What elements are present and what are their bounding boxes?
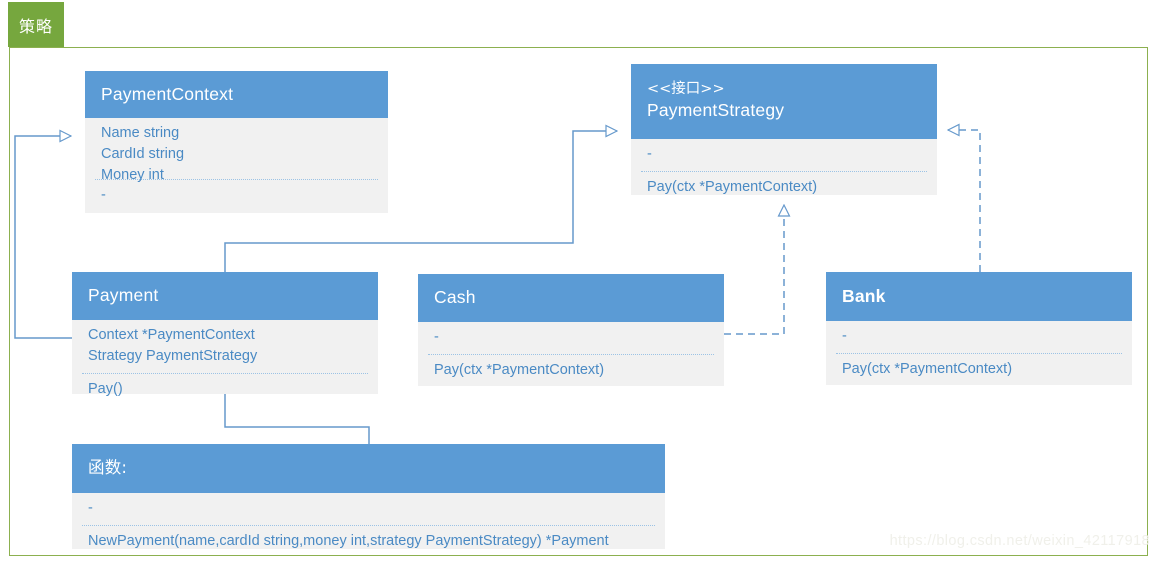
class-section-divider [82, 373, 368, 375]
class-box-cash[interactable]: Cash - Pay(ctx *PaymentContext) [418, 274, 724, 386]
attribute-row: - [842, 328, 847, 344]
class-header-payment: Payment [72, 272, 378, 320]
class-header-bank: Bank [826, 272, 1132, 321]
class-operations-payment-context: - [85, 180, 388, 212]
operation-row: Pay(ctx *PaymentContext) [842, 361, 1013, 378]
attribute-row: - [647, 146, 652, 162]
class-header-cash: Cash [418, 274, 724, 322]
class-box-payment-context[interactable]: PaymentContext Name string CardId string… [85, 71, 388, 213]
operation-row: - [101, 187, 106, 203]
attribute-row: Name string [101, 125, 180, 141]
operation-row: Pay(ctx *PaymentContext) [647, 179, 818, 196]
attribute-row: Strategy PaymentStrategy [88, 348, 258, 365]
class-header-functions: 函数: [72, 444, 665, 493]
diagram-frame-tab-label: 策略 [18, 16, 53, 36]
class-box-payment[interactable]: Payment Context *PaymentContext Strategy… [72, 272, 378, 397]
class-name-cash: Cash [434, 287, 476, 308]
class-name-payment-strategy: PaymentStrategy [647, 100, 785, 121]
class-operations-payment: Pay() [72, 374, 378, 406]
operation-row: Pay(ctx *PaymentContext) [434, 362, 605, 379]
class-section-divider [428, 354, 714, 356]
attribute-row: - [88, 500, 93, 516]
class-operations-bank: Pay(ctx *PaymentContext) [826, 354, 1132, 386]
class-attributes-payment: Context *PaymentContext Strategy Payment… [72, 320, 378, 373]
class-operations-functions: NewPayment(name,cardId string,money int,… [72, 526, 665, 558]
class-attributes-bank: - [826, 321, 1132, 353]
class-attributes-payment-context: Name string CardId string Money int [85, 118, 388, 183]
class-header-payment-strategy: <<接口>> PaymentStrategy [631, 64, 937, 139]
class-name-payment: Payment [88, 285, 159, 306]
class-name-payment-context: PaymentContext [101, 83, 234, 104]
class-operations-cash: Pay(ctx *PaymentContext) [418, 355, 724, 387]
class-box-functions[interactable]: 函数: - NewPayment(name,cardId string,mone… [72, 444, 665, 549]
attribute-row: Money int [101, 167, 164, 184]
class-stereotype-payment-strategy: <<接口>> [647, 80, 725, 97]
class-attributes-cash: - [418, 322, 724, 354]
class-name-bank: Bank [842, 285, 886, 306]
watermark: https://blog.csdn.net/weixin_42117918 [889, 533, 1150, 549]
operation-row: Pay() [88, 381, 123, 398]
class-section-divider [836, 353, 1122, 355]
diagram-frame [9, 47, 1148, 556]
attribute-row: - [434, 329, 439, 345]
class-operations-payment-strategy: Pay(ctx *PaymentContext) [631, 172, 937, 204]
class-attributes-functions: - [72, 493, 665, 525]
class-box-payment-strategy[interactable]: <<接口>> PaymentStrategy - Pay(ctx *Paymen… [631, 64, 937, 195]
class-name-functions: 函数: [88, 458, 128, 478]
class-box-bank[interactable]: Bank - Pay(ctx *PaymentContext) [826, 272, 1132, 385]
attribute-row: CardId string [101, 146, 185, 163]
class-section-divider [82, 525, 655, 527]
class-section-divider [641, 171, 927, 173]
class-header-payment-context: PaymentContext [85, 71, 388, 118]
operation-row: NewPayment(name,cardId string,money int,… [88, 533, 609, 550]
class-section-divider [95, 179, 378, 180]
attribute-row: Context *PaymentContext [88, 327, 255, 343]
diagram-frame-tab: 策略 [8, 2, 64, 47]
class-attributes-payment-strategy: - [631, 139, 937, 171]
